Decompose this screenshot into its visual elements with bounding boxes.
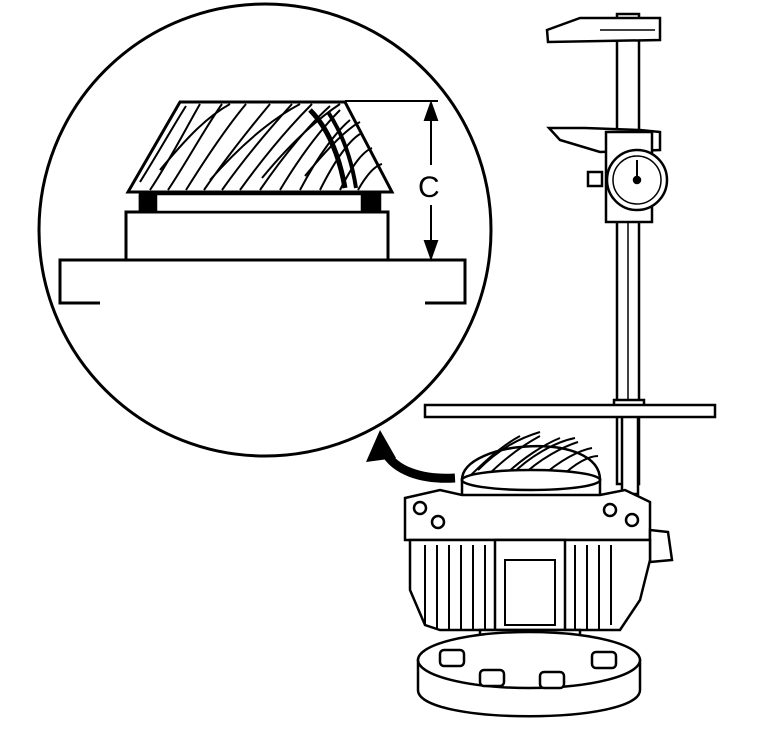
detail-support-block: [124, 210, 390, 262]
detail-view-circle: C: [37, 2, 493, 458]
dimension-c-label: C: [418, 171, 440, 204]
dial-caliper: [545, 12, 669, 496]
base-flange: [416, 630, 642, 718]
callout-arrow: [366, 430, 456, 483]
detail-bevel-gear: [125, 100, 395, 194]
detail-spacer: [138, 192, 382, 214]
carrier-housing: [403, 488, 674, 657]
dimension-c-indicator: [345, 99, 439, 262]
straight-edge-bar: [423, 403, 717, 419]
